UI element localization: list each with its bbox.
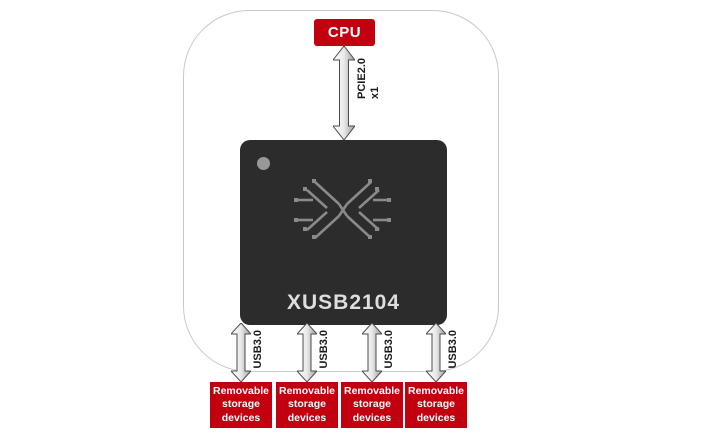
chip-logo-icon bbox=[294, 179, 391, 239]
storage-device-box: Removable storage devices bbox=[341, 382, 403, 428]
chip: XUSB2104 bbox=[240, 140, 447, 325]
usb-arrow-icon bbox=[426, 323, 446, 382]
chip-name: XUSB2104 bbox=[286, 291, 401, 314]
cpu-box: CPU bbox=[314, 19, 375, 46]
pcie-label: PCIE2.0 x1 bbox=[356, 58, 382, 99]
storage-device-box: Removable storage devices bbox=[405, 382, 467, 428]
usb-label: USB3.0 bbox=[318, 330, 330, 369]
chip-pin1-dot bbox=[257, 157, 270, 170]
usb-label: USB3.0 bbox=[447, 330, 459, 369]
storage-device-box: Removable storage devices bbox=[210, 382, 272, 428]
usb-arrow-icon bbox=[231, 323, 251, 382]
pcie-label-line1: PCIE2.0 bbox=[356, 58, 368, 99]
usb-arrow-icon bbox=[297, 323, 317, 382]
usb-label: USB3.0 bbox=[252, 330, 264, 369]
pcie-label-line2: x1 bbox=[369, 86, 381, 99]
usb-label: USB3.0 bbox=[383, 330, 395, 369]
usb-arrow-icon bbox=[362, 323, 382, 382]
storage-device-box: Removable storage devices bbox=[276, 382, 338, 428]
pcie-arrow-icon bbox=[333, 46, 355, 140]
